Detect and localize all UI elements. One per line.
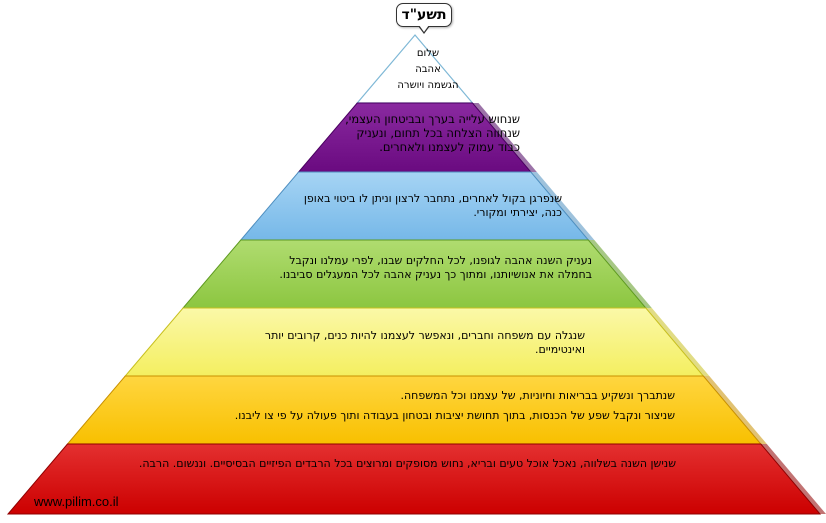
layer-yellow-bevel [645,308,710,376]
site-watermark: www.pilim.co.il [34,494,119,509]
callout-pointer-inner [419,25,429,32]
layer-red-line: שנישן השנה בשלווה, נאכל אוכל טעים ובריא,… [138,457,676,470]
top-line-fulfillment: הגשמה ויושרה [397,80,459,91]
layer-orange-line-2: שניצור ונקבל שפע של הכנסות, בתוך תחושת י… [234,409,675,422]
layer-red-text: שנישן השנה בשלווה, נאכל אוכל טעים ובריא,… [120,457,676,471]
layer-purple-line: שנחוש עלייה בערך ובביטחון העצמי, שנחווה … [345,112,520,154]
layer-yellow-text: שנגלה עם משפחה וחברים, ונאפשר לעצמנו להי… [235,329,585,357]
layer-orange-text: שנתברך ונשקיע בבריאות וחיוניות, של עצמנו… [120,389,675,423]
layer-blue-bevel [530,172,595,240]
top-line-peace: שלום [416,48,440,59]
layer-purple-bevel [472,103,537,172]
layer-green-text: נעניק השנה אהבה לגופנו, לכל החלקים שבנו,… [262,254,592,282]
layer-purple-text: שנחוש עלייה בערך ובביטחון העצמי, שנחווה … [338,112,520,154]
layer-yellow-line: שנגלה עם משפחה וחברים, ונאפשר לעצמנו להי… [264,329,585,356]
layer-orange-bevel [703,376,767,444]
layer-green-bevel [588,240,652,308]
layer-red-bevel [760,444,826,514]
title-callout: תשע"ד [396,3,452,27]
layer-orange-line-1: שנתברך ונשקיע בבריאות וחיוניות, של עצמנו… [400,389,675,402]
layer-blue-text: שנפרגן בקול לאחרים, נתחבר לרצון וניתן לו… [300,192,562,220]
title-text: תשע"ד [401,7,447,23]
top-line-love: אהבה [415,64,441,75]
layer-red [6,443,822,515]
pyramid-top-text: שלום אהבה הגשמה ויושרה [378,46,478,94]
layer-green-line: נעניק השנה אהבה לגופנו, לכל החלקים שבנו,… [279,254,592,281]
layer-blue-line: שנפרגן בקול לאחרים, נתחבר לרצון וניתן לו… [303,192,562,219]
